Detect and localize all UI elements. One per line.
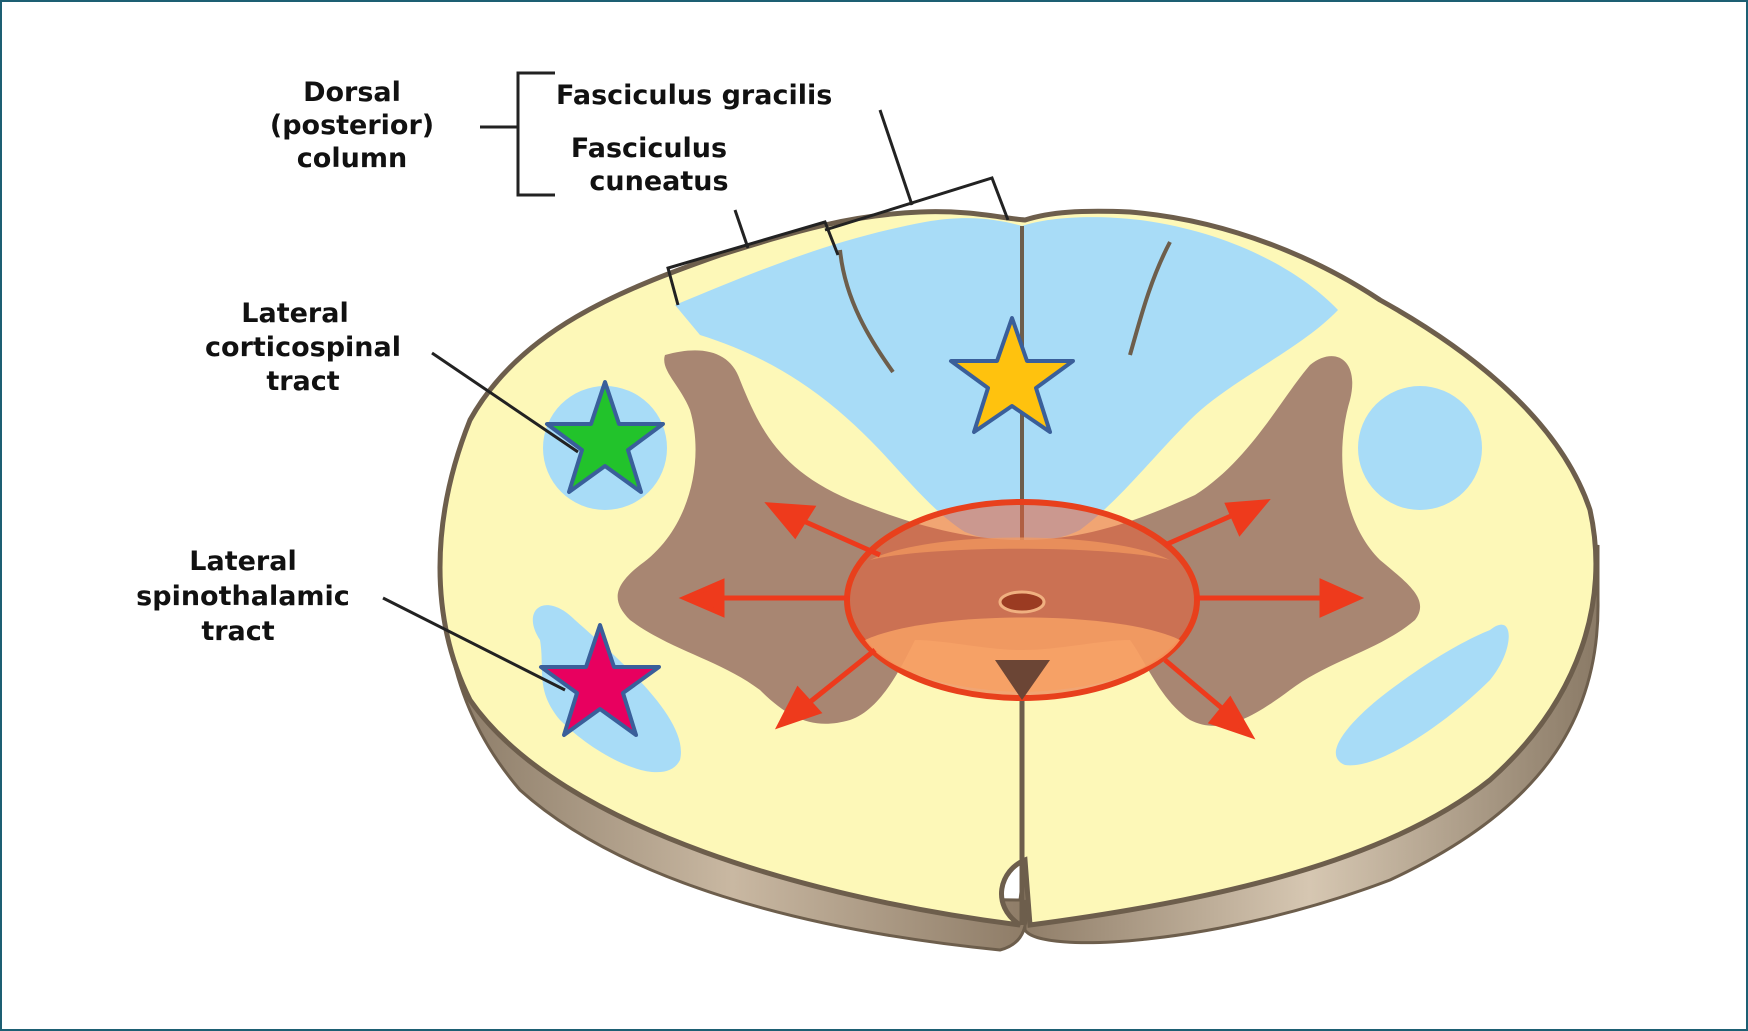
dorsal-column-bracket — [518, 73, 555, 195]
fasciculus-cuneatus-label-line2: cuneatus — [589, 166, 728, 197]
gracilis-leader — [880, 110, 912, 205]
lateral-spinothalamic-label-line1: Lateral — [189, 546, 296, 577]
lateral-corticospinal-region-right — [1358, 386, 1482, 510]
central-canal — [1000, 592, 1044, 612]
lateral-spinothalamic-label-line3: tract — [201, 616, 274, 647]
dorsal-column-label-line3: column — [297, 143, 407, 174]
lateral-spinothalamic-label-line2: spinothalamic — [136, 581, 350, 612]
lateral-corticospinal-label-line2: corticospinal — [205, 332, 401, 363]
cuneatus-leader — [735, 210, 748, 248]
fasciculus-gracilis-label: Fasciculus gracilis — [556, 80, 832, 111]
lateral-corticospinal-label-line1: Lateral — [241, 298, 348, 329]
fasciculus-cuneatus-label-line1: Fasciculus — [571, 133, 727, 164]
dorsal-column-label-line2: (posterior) — [270, 110, 434, 141]
dorsal-column-label-line1: Dorsal — [303, 77, 401, 108]
lateral-corticospinal-label-line3: tract — [266, 366, 339, 397]
